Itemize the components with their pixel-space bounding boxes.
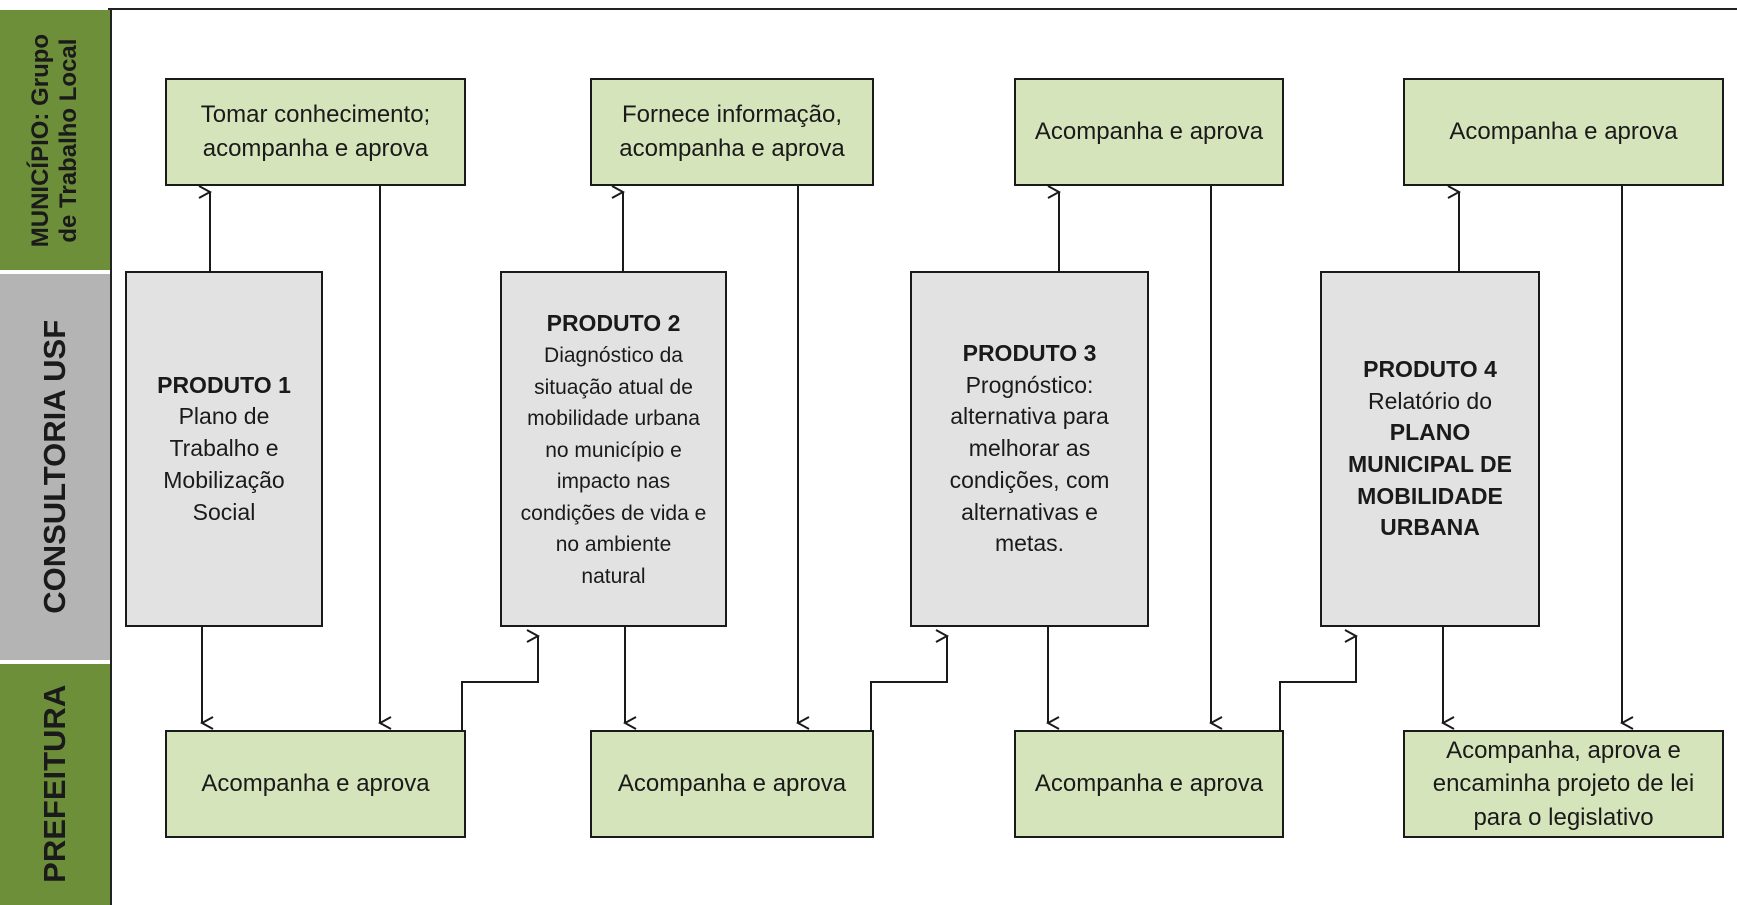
lane-consultoria: CONSULTORIA USF: [0, 272, 112, 662]
produto-2-line: no município e: [545, 438, 682, 462]
produto-3-title: PRODUTO 3: [962, 339, 1097, 366]
produto-3-line: Prognóstico:: [965, 371, 1094, 398]
produto-3-line: metas.: [994, 530, 1065, 557]
produto-4-bold-line: PLANO: [1389, 419, 1471, 446]
municipio-box-3: Acompanha e aprova: [1014, 78, 1284, 186]
municipio-box-2-text: Fornece informação, acompanha e aprova: [619, 101, 845, 162]
produto-4-line: Relatório do: [1367, 387, 1493, 414]
prefeitura-box-2-text: Acompanha e aprova: [617, 770, 847, 798]
produto-2-line: impacto nas: [556, 470, 671, 494]
produto-3-line: alternativas e: [961, 498, 1098, 525]
produto-4-box: PRODUTO 4 Relatório do PLANO MUNICIPAL D…: [1320, 271, 1540, 627]
produto-4-bold-line: MOBILIDADE: [1357, 482, 1503, 509]
produto-1-line: Trabalho e: [169, 435, 279, 462]
produto-1-line: Plano de: [178, 403, 270, 430]
produto-1-line: Mobilização: [163, 466, 285, 493]
municipio-box-1-text: Tomar conhecimento; acompanha e aprova: [200, 101, 431, 162]
prefeitura-box-3-text: Acompanha e aprova: [1034, 770, 1264, 798]
produto-2-title: PRODUTO 2: [546, 309, 681, 336]
municipio-box-3-text: Acompanha e aprova: [1034, 118, 1264, 146]
prefeitura-box-4: Acompanha, aprova e encaminha projeto de…: [1403, 730, 1724, 838]
produto-3-box: PRODUTO 3 Prognóstico: alternativa para …: [910, 271, 1149, 627]
lane-divider: [0, 270, 110, 274]
municipio-box-2: Fornece informação, acompanha e aprova: [590, 78, 874, 186]
produto-3-line: melhorar as: [968, 435, 1091, 462]
municipio-box-4-text: Acompanha e aprova: [1449, 118, 1678, 146]
arrow-prefeitura2-to-produto3: [870, 636, 947, 730]
produto-2-line: condições de vida e: [520, 501, 707, 525]
produto-2-line: natural: [581, 564, 646, 588]
produto-1-line: Social: [192, 498, 256, 525]
lane-municipio: MUNICÍPIO: Grupo de Trabalho Local: [0, 10, 112, 272]
produto-3-line: condições, com: [949, 466, 1110, 493]
produto-1-title: PRODUTO 1: [157, 371, 291, 398]
top-border: [108, 8, 1737, 10]
produto-4-title: PRODUTO 4: [1363, 355, 1497, 382]
prefeitura-box-1-text: Acompanha e aprova: [201, 770, 430, 798]
prefeitura-box-2: Acompanha e aprova: [590, 730, 874, 838]
arrow-prefeitura1-to-produto2: [461, 636, 538, 730]
arrow-prefeitura3-to-produto4: [1279, 636, 1356, 730]
lane-divider: [0, 660, 110, 664]
prefeitura-box-1: Acompanha e aprova: [165, 730, 466, 838]
produto-2-line: situação atual de: [534, 375, 693, 399]
produto-2-line: Diagnóstico da: [544, 344, 683, 368]
municipio-box-4: Acompanha e aprova: [1403, 78, 1724, 186]
lane-prefeitura: PREFEITURA: [0, 662, 112, 905]
produto-2-box: PRODUTO 2 Diagnóstico da situação atual …: [500, 271, 727, 627]
prefeitura-box-4-text: Acompanha, aprova e encaminha projeto de…: [1432, 736, 1695, 831]
produto-2-line: no ambiente: [555, 533, 672, 557]
produto-3-line: alternativa para: [950, 403, 1109, 430]
prefeitura-box-3: Acompanha e aprova: [1014, 730, 1284, 838]
produto-1-box: PRODUTO 1 Plano de Trabalho e Mobilizaçã…: [125, 271, 323, 627]
produto-4-bold-line: MUNICIPAL DE: [1348, 451, 1512, 477]
produto-4-bold-line: URBANA: [1380, 514, 1480, 541]
produto-2-line: mobilidade urbana: [527, 407, 700, 431]
municipio-box-1: Tomar conhecimento; acompanha e aprova: [165, 78, 466, 186]
